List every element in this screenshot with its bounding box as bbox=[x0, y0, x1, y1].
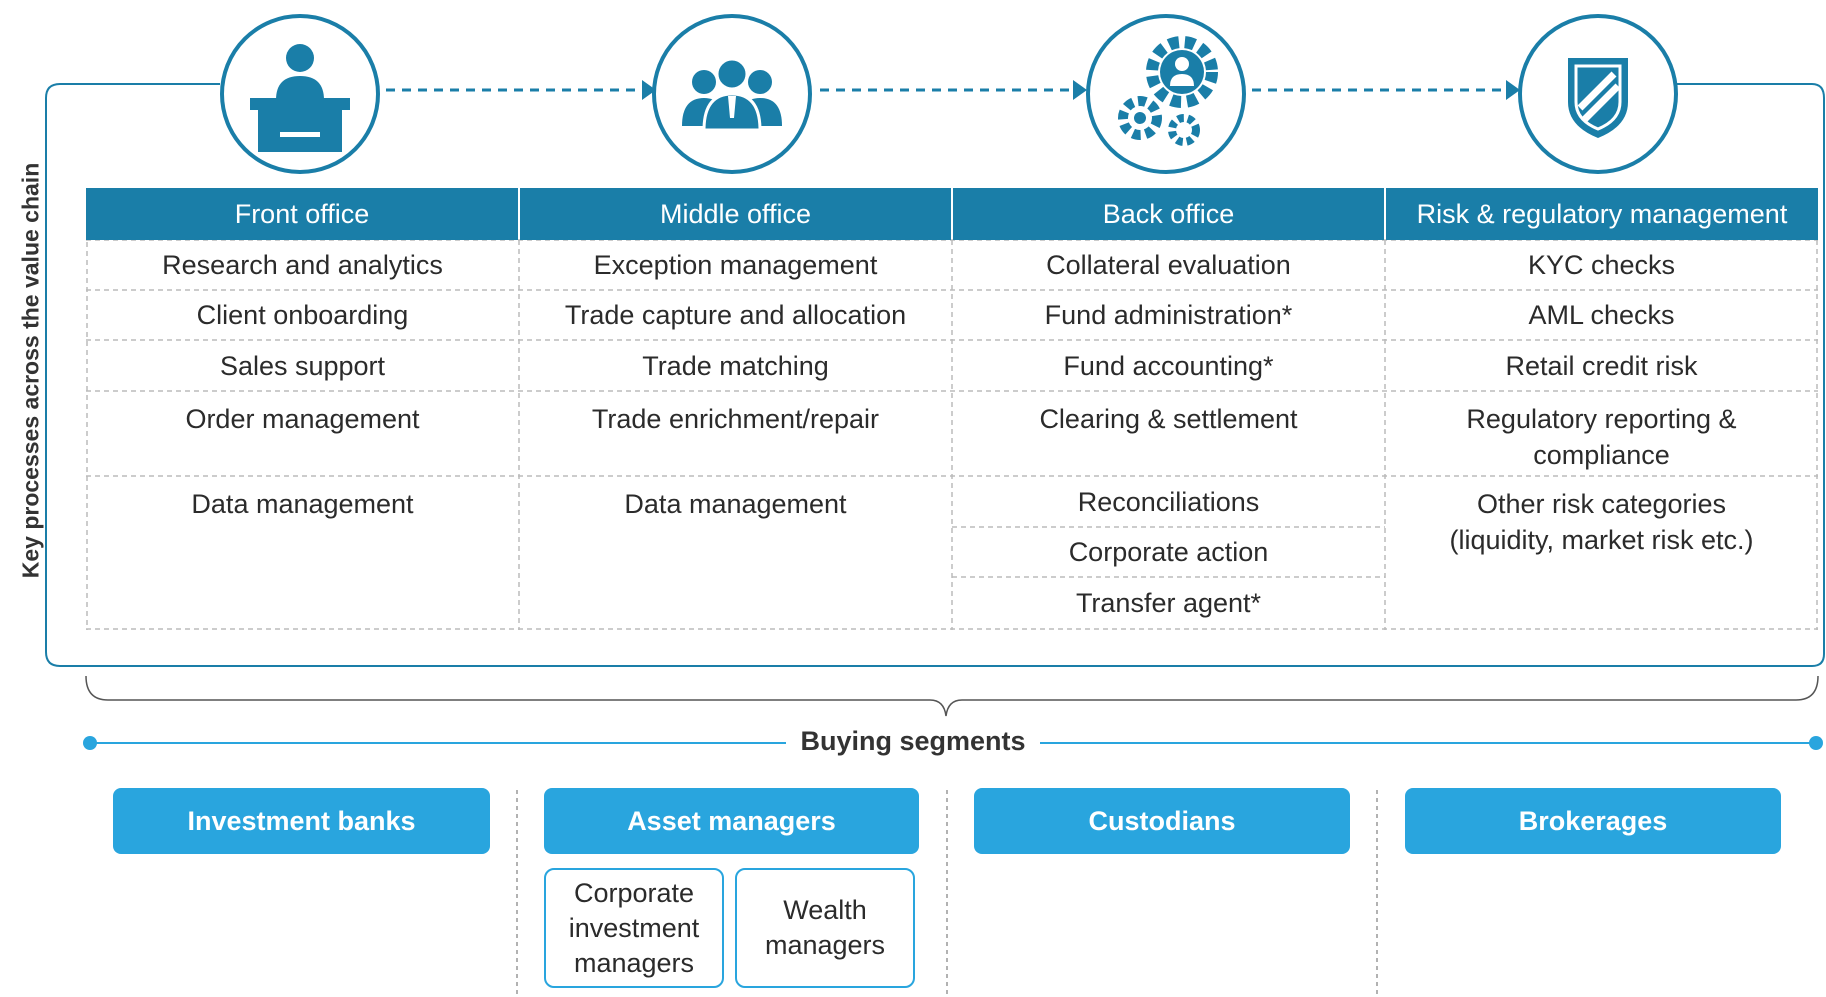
segment-asset-managers: Asset managers bbox=[544, 788, 919, 854]
person-at-desk-icon bbox=[220, 14, 380, 174]
cell-transfer-agent: Transfer agent* bbox=[1075, 588, 1262, 618]
cell-fund-accounting: Fund accounting* bbox=[1063, 350, 1274, 381]
buying-segments-label: Buying segments bbox=[786, 726, 1040, 756]
cell-data-management-front: Data management bbox=[191, 489, 414, 519]
buying-segments-title: Buying segments bbox=[0, 726, 1826, 757]
cell-reconciliations: Reconciliations bbox=[1077, 486, 1260, 517]
cell-trade-capture: Trade capture and allocation bbox=[564, 300, 907, 330]
process-table: Front office Middle office Back office R… bbox=[86, 188, 1818, 630]
segment-custodians: Custodians bbox=[974, 788, 1350, 854]
cell-retail-credit-risk: Retail credit risk bbox=[1505, 350, 1698, 381]
segment-brokerages: Brokerages bbox=[1405, 788, 1781, 854]
cell-client-onboarding: Client onboarding bbox=[196, 300, 409, 330]
cell-clearing-settlement: Clearing & settlement bbox=[1039, 404, 1298, 434]
side-label: Key processes across the value chain bbox=[6, 100, 56, 640]
cell-order-management: Order management bbox=[185, 404, 420, 434]
column-header-front-office: Front office bbox=[86, 188, 518, 240]
shield-icon bbox=[1518, 14, 1678, 174]
cell-exception-management: Exception management bbox=[593, 250, 878, 280]
team-icon bbox=[652, 14, 812, 174]
column-header-risk-regulatory: Risk & regulatory management bbox=[1386, 188, 1818, 240]
side-label-text: Key processes across the value chain bbox=[17, 156, 45, 584]
column-header-back-office: Back office bbox=[953, 188, 1384, 240]
table-gridlines bbox=[86, 188, 1818, 630]
cell-other-risk-categories: Other risk categories (liquidity, market… bbox=[1449, 489, 1754, 555]
cell-aml-checks: AML checks bbox=[1528, 300, 1675, 330]
sub-segment-corporate-investment-managers: Corporate investment managers bbox=[544, 868, 724, 988]
cell-sales-support: Sales support bbox=[219, 350, 386, 381]
cell-trade-enrichment: Trade enrichment/repair bbox=[591, 404, 880, 434]
cell-regulatory-reporting: Regulatory reporting & compliance bbox=[1466, 404, 1737, 470]
cell-research-analytics: Research and analytics bbox=[162, 250, 443, 280]
cell-collateral-evaluation: Collateral evaluation bbox=[1046, 250, 1291, 280]
segment-investment-banks: Investment banks bbox=[113, 788, 490, 854]
cell-data-management-middle: Data management bbox=[624, 489, 847, 519]
cell-fund-administration: Fund administration* bbox=[1044, 300, 1293, 330]
cell-trade-matching: Trade matching bbox=[642, 350, 829, 381]
cell-kyc-checks: KYC checks bbox=[1527, 250, 1676, 280]
sub-segment-wealth-managers: Wealth managers bbox=[735, 868, 915, 988]
gears-with-person-icon bbox=[1086, 14, 1246, 174]
column-header-middle-office: Middle office bbox=[520, 188, 951, 240]
cell-corporate-action: Corporate action bbox=[1068, 537, 1269, 567]
